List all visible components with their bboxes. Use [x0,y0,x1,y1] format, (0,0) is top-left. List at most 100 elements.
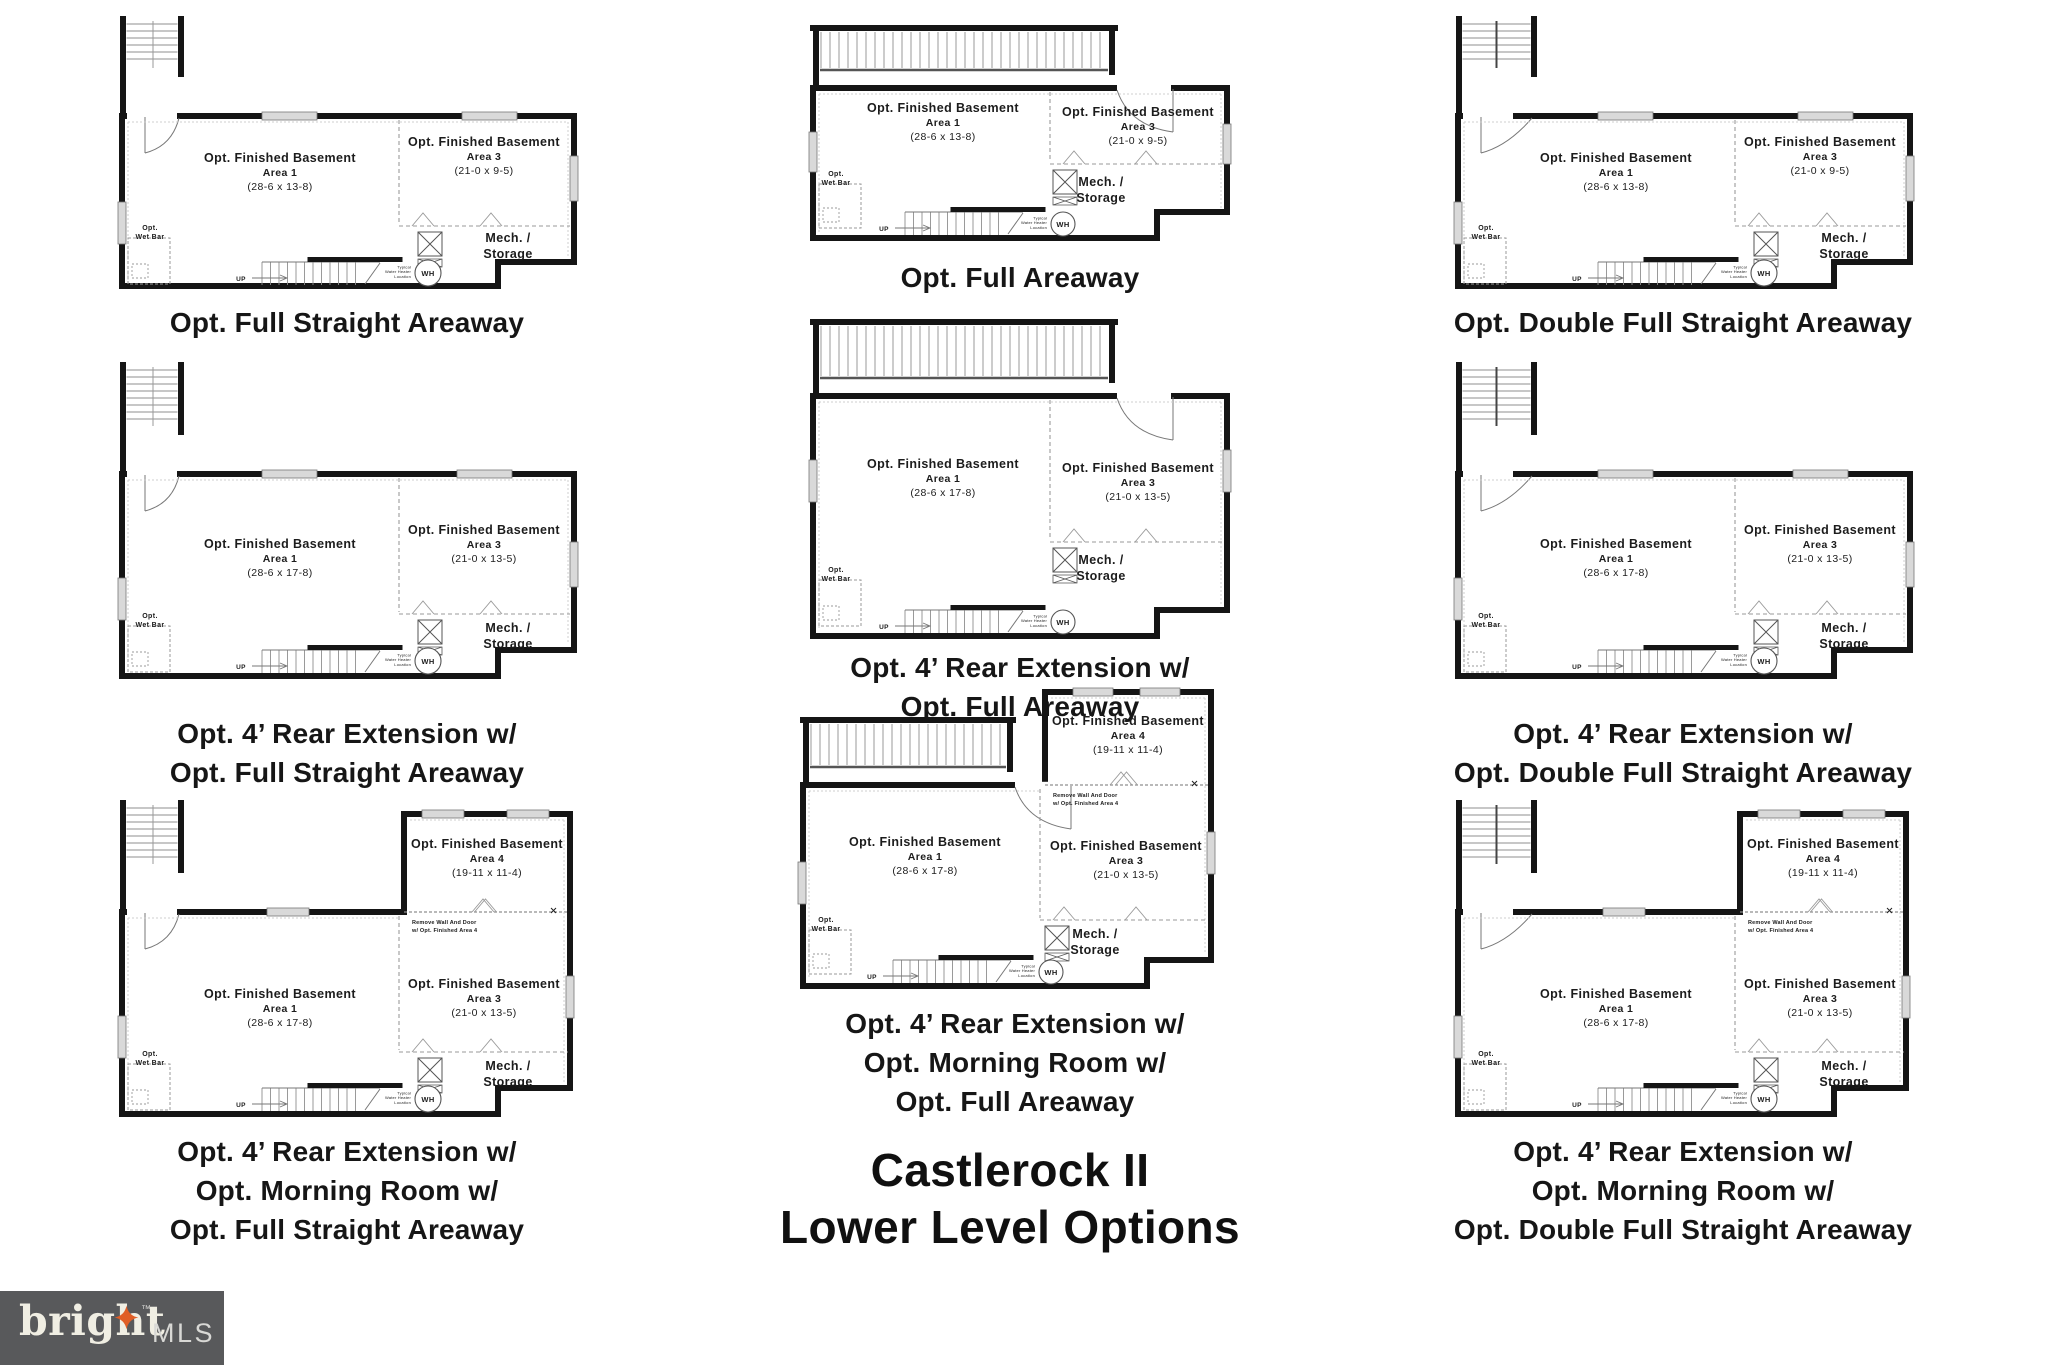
water-heater-label: WH [1757,1095,1770,1104]
floorplan-caption: Opt. 4’ Rear Extension w/Opt. Morning Ro… [37,1132,657,1249]
window-marker [797,861,807,905]
water-heater-note: Water Heater [1721,269,1748,274]
wet-bar: Opt.Wet Bar [127,1051,171,1111]
room-label-area1-dims: (28-6 x 17-8) [1583,567,1648,579]
window-marker [1901,975,1911,1019]
water-heater-note: Location [1730,1100,1747,1105]
interior-stairs: UP [236,1083,403,1111]
room-label-area1-area: Area 1 [263,553,298,565]
room-label-area3-name: Opt. Finished Basement [1062,461,1214,475]
wetbar-label: Opt. [828,567,844,574]
interior-stairs: UP [867,955,1034,983]
room-label-area1-dims: (28-6 x 17-8) [247,1017,312,1029]
sheet-title-line1: Castlerock II [870,1144,1150,1196]
room-label-mech: Storage [483,1075,532,1089]
wall [800,689,1214,989]
water-heater-label: WH [421,269,434,278]
water-heater-note: Water Heater [385,657,412,662]
room-label-area1-dims: (28-6 x 13-8) [247,181,312,193]
wetbar-label: Wet Bar [135,622,164,629]
room-label-area3-dims: (21-0 x 13-5) [1787,1007,1852,1019]
water-heater-label: WH [1044,968,1057,977]
room-label-area3-dims: (21-0 x 9-5) [1108,135,1167,147]
room-label-mech: Storage [483,247,532,261]
wetbar-label: Wet Bar [135,1060,164,1067]
window-marker [506,809,550,819]
water-heater-note: Location [1018,973,1035,978]
floorplan-caption-line: Opt. Full Straight Areaway [169,307,525,338]
room-label-mech: Mech. / [1821,231,1866,245]
window-marker [565,975,575,1019]
interior-stairs: UP [236,257,403,285]
water-heater-note: Water Heater [385,1095,412,1100]
areaway-stairs [1456,362,1537,512]
room-label-mech: Mech. / [485,231,530,245]
room-label-area3-dims: (21-0 x 13-5) [451,1007,516,1019]
room-label-area1-name: Opt. Finished Basement [867,101,1019,115]
window-marker [421,809,465,819]
window-marker [1905,155,1915,202]
room-label-area4-area: Area 4 [1111,730,1146,742]
room-label-area4-dims: (19-11 x 11-4) [452,867,522,879]
room-label-area1-name: Opt. Finished Basement [204,537,356,551]
room-label-area4-area: Area 4 [1806,853,1841,865]
remove-wall-note: Remove Wall And Door [412,920,477,926]
water-heater-note: Typical [1021,964,1035,969]
floorplan-caption-line: Opt. Morning Room w/ [863,1047,1167,1078]
room-label-area1-area: Area 1 [926,117,961,129]
window-marker [1206,831,1216,875]
areaway-stairs [800,717,1072,830]
room-label-area1-name: Opt. Finished Basement [204,987,356,1001]
wet-bar: Opt.Wet Bar [1463,613,1507,673]
floorplan-caption-line: Opt. 4’ Rear Extension w/ [845,1008,1185,1039]
floorplan-caption-line: Opt. Full Areaway [900,262,1140,293]
wall [119,811,573,1117]
areaway-stairs [120,16,184,154]
sheet-title-line2: Lower Level Options [779,1201,1240,1253]
water-heater-note: Location [1030,623,1047,628]
room-label-mech: Storage [483,637,532,651]
floorplan-caption: Opt. 4’ Rear Extension w/Opt. Double Ful… [1373,714,1993,792]
room-label-area3-area: Area 3 [1121,121,1156,133]
wetbar-label: Opt. [818,917,834,924]
wet-bar: Opt.Wet Bar [818,171,862,229]
window-marker [117,1015,127,1059]
areaway-stairs [120,800,184,950]
room-label-area1-area: Area 1 [1599,167,1634,179]
bright-star-icon [114,1305,139,1330]
window-marker [1453,1015,1463,1059]
room-label-area4-name: Opt. Finished Basement [411,837,563,851]
interior-stairs: UP [1572,645,1739,673]
floorplan-caption-line: Opt. Double Full Straight Areaway [1453,1214,1913,1245]
floorplan-caption: Opt. 4’ Rear Extension w/Opt. Morning Ro… [1373,1132,1993,1249]
wet-bar: Opt.Wet Bar [818,567,862,627]
water-heater-note: Location [394,274,411,279]
water-heater-note: Location [1730,274,1747,279]
room-label-area3-area: Area 3 [1121,477,1156,489]
room-label-area3-dims: (21-0 x 13-5) [1787,553,1852,565]
remove-wall-note: Remove Wall And Door [1748,920,1813,926]
water-heater-note: Typical [1733,653,1747,658]
room-label-mech: Mech. / [1078,175,1123,189]
water-heater-note: Water Heater [385,269,412,274]
wall [1455,811,1909,1117]
floorplan-caption: Opt. 4’ Rear Extension w/Opt. Morning Ro… [705,1004,1325,1121]
water-heater-label: WH [1056,618,1069,627]
room-label-mech: Mech. / [485,621,530,635]
window-marker [1792,469,1849,479]
window-marker [261,469,318,479]
room-label-area1-dims: (28-6 x 17-8) [910,487,975,499]
room-label-mech: Storage [1076,191,1125,205]
crosshatch-box [1052,547,1078,584]
